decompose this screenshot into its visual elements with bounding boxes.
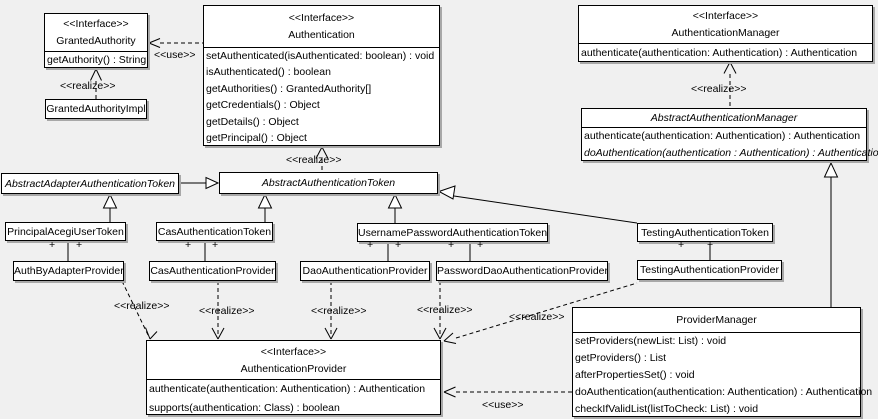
multiplicity-label: + [448,239,455,251]
realize-label: <<realize>> [691,83,747,95]
method: setProviders(newList: List) : void [575,335,727,347]
multiplicity-label: + [49,239,56,251]
edge-realize-authbyadapter-provider [121,280,158,340]
method: setAuthenticated(isAuthenticated: boolea… [206,50,435,62]
realize-label: <<realize>> [199,305,255,317]
method: doAuthentication(authentication: Authent… [575,386,873,398]
class-name: PasswordDaoAuthenticationProvider [437,265,607,277]
class-name: AbstractAuthenticationToken [261,177,396,189]
class-name: GrantedAuthorityImpl [46,103,146,115]
edge-realize-testing-provider [443,282,638,344]
edge-use-authentication-to-grantedauthority [148,38,203,48]
class-name: TestingAuthenticationToken [641,227,769,239]
edge-generalization-testing-token [437,185,638,224]
multiplicity-label: + [185,239,192,251]
class-testing-authentication-token: TestingAuthenticationToken [637,223,773,242]
class-dao-authentication-provider: DaoAuthenticationProvider [300,261,430,281]
class-name: CasAuthenticationToken [157,226,272,238]
stereotype: <<Interface>> [260,346,327,358]
edge-realize-grantedauthorityimpl [90,68,102,99]
edge-generalization-providermanager [823,161,839,307]
method: getCredentials() : Object [206,99,320,112]
realize-label: <<realize>> [311,305,367,317]
class-name: GrantedAuthority [56,35,136,47]
edge-realize-dao-provider [324,281,338,340]
multiplicity-label: + [707,239,714,251]
class-abstract-authentication-manager: AbstractAuthenticationManager authentica… [581,108,878,161]
class-provider-manager: ProviderManager setProviders(newList: Li… [572,307,873,417]
realize-label: <<realize>> [286,154,342,166]
class-name: TestingAuthenticationProvider [640,264,779,276]
edge-use-providermanager-to-authenticationprovider [443,386,572,398]
multiplicity-label: + [367,239,374,251]
class-name: AuthenticationManager [671,27,780,39]
edge-generalization-adapter-token-to-abstract-token [180,176,220,190]
edge-generalization-cas-token [257,193,273,222]
class-authentication-manager: <<Interface>> AuthenticationManager auth… [578,5,873,62]
class-name: PrincipalAcegiUserToken [7,226,124,238]
stereotype: <<Interface>> [288,12,355,24]
method: getPrincipal() : Object [206,132,307,145]
class-cas-authentication-token: CasAuthenticationToken [156,222,273,241]
stereotype: <<Interface>> [63,18,129,30]
class-authentication-provider: <<Interface>> AuthenticationProvider aut… [146,340,441,415]
edge-generalization-principal-token [102,193,118,222]
class-name: AbstractAdapterAuthenticationToken [4,178,176,190]
realize-label: <<realize>> [60,80,116,92]
edge-realize-abstractmanager-to-authenticationmanager [723,61,737,108]
edge-realize-passworddao-provider [433,281,447,340]
class-authentication: <<Interface>> Authentication setAuthenti… [203,5,440,146]
class-auth-by-adapter-provider: AuthByAdapterProvider [13,261,124,281]
class-name: ProviderManager [676,314,757,326]
method: authenticate(authentication: Authenticat… [581,47,858,59]
realize-label: <<realize>> [509,311,565,323]
method: getDetails() : Object [206,115,299,128]
realize-label: <<realize>> [417,304,473,316]
class-username-password-authentication-token: UsernamePasswordAuthenticationToken [357,223,548,242]
method: authenticate(authentication: Authenticat… [584,130,861,142]
class-name: AuthByAdapterProvider [14,265,123,277]
method: doAuthentication(authentication : Authen… [584,147,878,159]
class-granted-authority-impl: GrantedAuthorityImpl [45,99,147,119]
method: getProviders() : List [575,352,667,364]
multiplicity-label: + [76,239,83,251]
method: supports(authentication: Class) : boolea… [149,401,340,414]
class-cas-authentication-provider: CasAuthenticationProvider [149,261,276,281]
realize-label: <<realize>> [114,300,170,312]
multiplicity-label: + [477,239,484,251]
method: authenticate(authentication: Authenticat… [149,383,426,395]
class-principal-acegi-user-token: PrincipalAcegiUserToken [5,222,126,241]
edge-realize-abstracttoken-to-authentication [315,146,329,172]
class-name: Authentication [288,29,355,41]
method: isAuthenticated() : boolean [206,66,331,79]
edge-generalization-usernamepassword-token [387,193,403,223]
class-name: DaoAuthenticationProvider [302,265,428,277]
method: checkIfValidList(listToCheck: List) : vo… [575,403,759,415]
class-name: CasAuthenticationProvider [150,265,275,277]
class-name: AbstractAuthenticationManager [650,112,798,124]
use-label: <<use>> [482,399,524,411]
use-label: <<use>> [154,49,196,61]
method: afterPropertiesSet() : void [575,369,695,381]
class-name: AuthenticationProvider [240,363,347,375]
stereotype: <<Interface>> [692,10,759,22]
class-password-dao-authentication-provider: PasswordDaoAuthenticationProvider [436,261,608,281]
multiplicity-label: + [678,239,685,251]
multiplicity-label: + [395,239,402,251]
class-abstract-adapter-authentication-token: AbstractAdapterAuthenticationToken [1,173,179,194]
class-testing-authentication-provider: TestingAuthenticationProvider [637,260,782,280]
class-granted-authority: <<Interface>> GrantedAuthority getAuthor… [44,13,148,68]
multiplicity-label: + [212,239,219,251]
edge-realize-cas-provider [211,281,225,340]
method: getAuthorities() : GrantedAuthority[] [206,82,372,95]
class-name: UsernamePasswordAuthenticationToken [358,227,547,239]
method: getAuthority() : String [47,54,147,66]
class-abstract-authentication-token: AbstractAuthenticationToken [219,172,438,194]
